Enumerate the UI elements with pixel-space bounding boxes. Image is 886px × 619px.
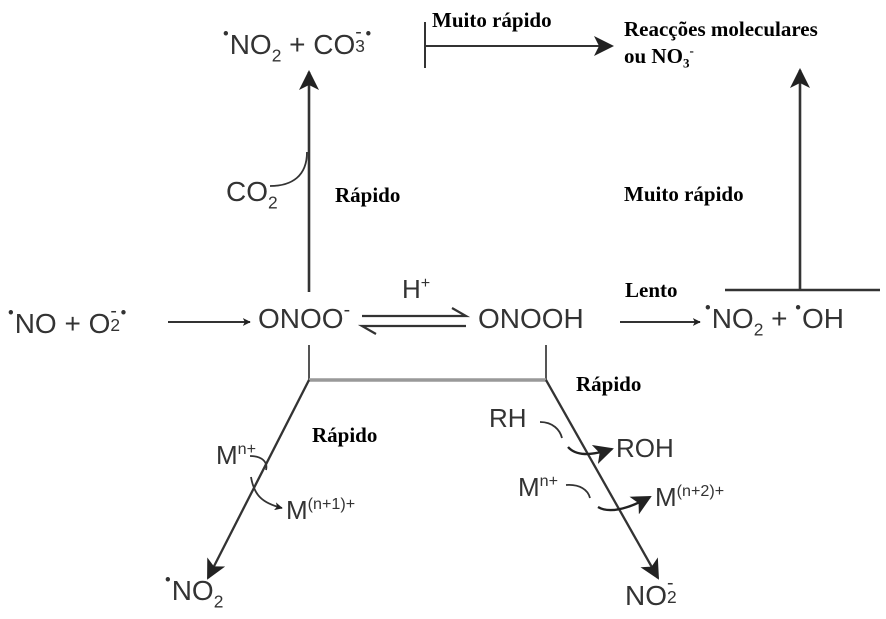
metal-text: M	[286, 495, 308, 525]
metal-oxidized-left: M(n+1)+	[286, 495, 356, 525]
metal-right-curl-in	[565, 484, 591, 499]
product-nitrite: NO-2	[625, 572, 683, 611]
roh-text: ROH	[616, 433, 674, 463]
metal-charge: n+	[539, 472, 559, 491]
proton-label: H+	[402, 274, 431, 304]
o2-text: O	[88, 308, 111, 339]
co3-text: CO	[313, 29, 356, 60]
label-lento: Lento	[625, 278, 678, 302]
h-text: H	[402, 274, 421, 304]
onoo-text: ONOO	[258, 303, 344, 334]
oh-text: OH	[801, 303, 844, 334]
o2-sub-sup: -2	[110, 300, 126, 336]
no2-subscript: 2	[271, 45, 282, 66]
onoo-charge: -	[343, 298, 351, 321]
label-muito-rapido-right: Muito rápido	[624, 182, 744, 206]
co3-charge: -	[355, 21, 362, 44]
reagent-co2: CO2	[226, 176, 278, 211]
radical-dot: •	[165, 570, 171, 589]
label-rapido-left: Rápido	[312, 423, 378, 447]
no2-text: NO	[171, 575, 214, 606]
nitrite-sub-sup: -2	[667, 572, 683, 608]
metal-charge: n+	[237, 440, 257, 459]
product-roh: ROH	[616, 435, 674, 461]
co3-subscript: 3	[355, 36, 365, 57]
rh-text: RH	[489, 403, 527, 433]
equilibrium-reverse	[357, 324, 466, 335]
metal-right: Mn+	[518, 472, 559, 502]
no2-subscript: 2	[753, 319, 764, 340]
o2-charge: -	[110, 300, 117, 323]
product-no2-co3: •NO2 + CO-3•	[223, 21, 372, 63]
reactants-no-o2: •NO + O-2•	[8, 300, 127, 339]
metal-right-curl-out	[597, 495, 652, 515]
label-molecular-reactions: Reacções moleculares ou NO3-	[624, 16, 818, 71]
co3-sub-sup: -3	[355, 21, 371, 57]
molecular-no3-text: ou NO	[624, 44, 683, 69]
metal-text: M	[655, 482, 677, 512]
metal-left: Mn+	[216, 440, 257, 470]
label-rapido-co2: Rápido	[335, 183, 401, 207]
metal-text: M	[518, 472, 540, 502]
arrow-to-no2	[206, 379, 311, 580]
nitrite-text: NO	[625, 580, 667, 611]
metal-ox1-charge: (n+1)+	[307, 495, 356, 514]
metal-oxidized-right: M(n+2)+	[655, 482, 725, 512]
co2-text: CO	[226, 176, 268, 207]
onooh-text: ONOOH	[478, 303, 584, 334]
label-rapido-right: Rápido	[576, 372, 642, 396]
no-text: NO	[14, 308, 57, 339]
species-onoo: ONOO-	[258, 300, 350, 334]
radical-dot: •	[223, 24, 229, 43]
radical-dot: •	[8, 303, 14, 322]
o2-subscript: 2	[110, 315, 121, 336]
molecular-line-2: ou NO3-	[624, 43, 818, 70]
molecular-no3-charge: -	[689, 43, 694, 59]
equilibrium-forward	[362, 307, 471, 318]
no2-subscript: 2	[213, 591, 224, 612]
label-muito-rapido-top: Muito rápido	[432, 8, 552, 32]
arrow-to-nitrite	[544, 379, 660, 580]
radical-dot: •	[705, 298, 711, 317]
co2-subscript: 2	[268, 192, 278, 213]
radical-dot: •	[795, 298, 801, 317]
molecular-no3-subscript: 3	[682, 55, 690, 71]
plus-sign: +	[64, 308, 81, 339]
nitrite-charge: -	[667, 572, 674, 595]
plus-sign: +	[771, 303, 788, 334]
plus-sign: +	[289, 29, 306, 60]
metal-ox2-charge: (n+2)+	[676, 482, 725, 501]
molecular-line-1: Reacções moleculares	[624, 17, 818, 41]
radical-dot: •	[120, 303, 127, 322]
metal-text: M	[216, 440, 238, 470]
roh-curl	[567, 444, 614, 464]
no2-text: NO	[229, 29, 272, 60]
no2-text: NO	[711, 303, 754, 334]
product-no2-bottom: •NO2	[165, 571, 223, 610]
metal-left-curl-out	[250, 476, 283, 511]
nitrite-subscript: 2	[667, 587, 677, 608]
metal-left-curl-in	[249, 455, 268, 471]
h-charge: +	[420, 274, 431, 293]
co2-curl	[269, 151, 308, 187]
reagent-rh: RH	[489, 405, 527, 431]
rh-curl	[539, 421, 563, 439]
products-no2-oh: •NO2 + •OH	[705, 299, 844, 338]
species-onooh: ONOOH	[478, 305, 584, 333]
radical-dot: •	[365, 24, 372, 43]
